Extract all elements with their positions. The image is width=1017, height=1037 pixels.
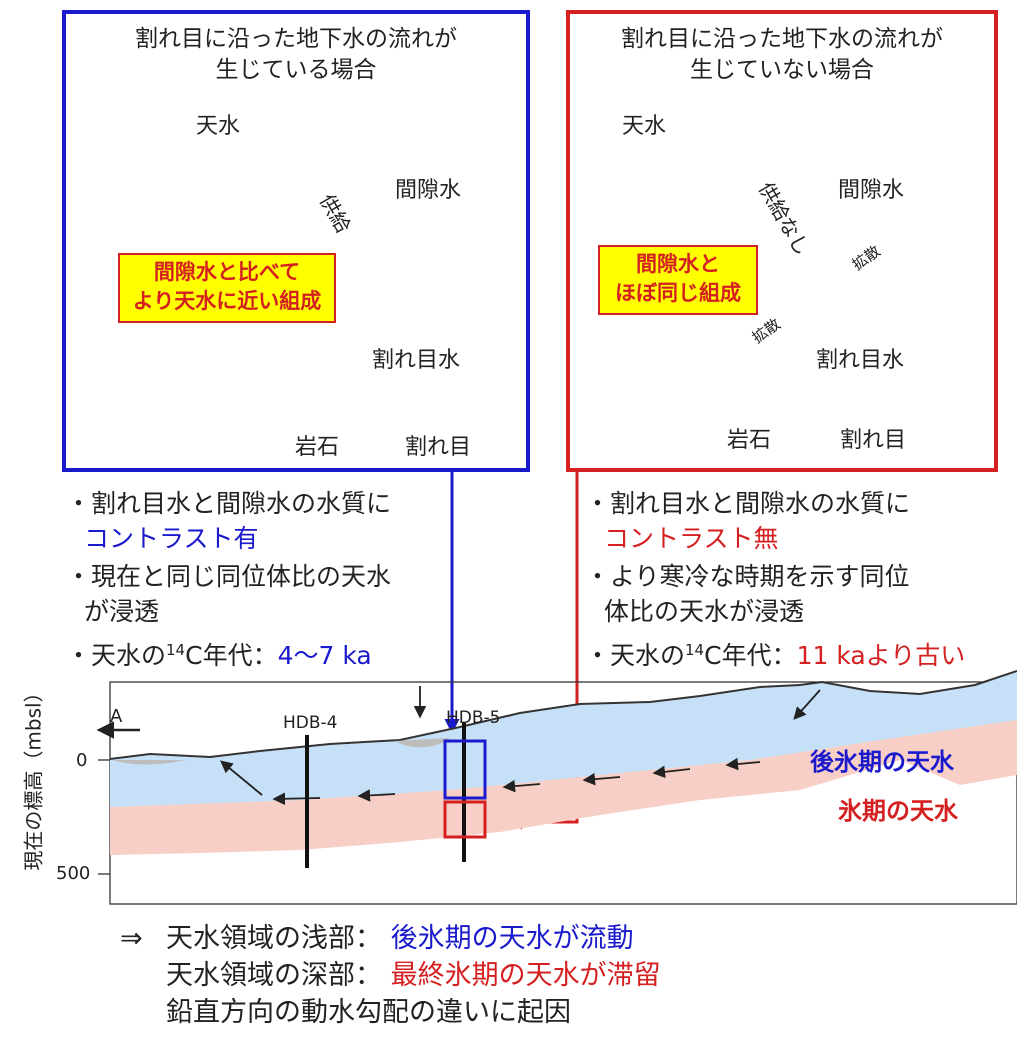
left-bullet-2: ・現在と同じ同位体比の天水	[66, 562, 392, 591]
glacial-water-zone	[110, 720, 1017, 855]
conclusion-line-1-value: 後氷期の天水が流動	[390, 923, 634, 954]
left-bullet-1-contrast: コントラスト有	[84, 524, 259, 553]
right-meteoric-label: 天水	[622, 114, 667, 139]
left-bullet-1: ・割れ目水と間隙水の水質に	[66, 489, 392, 518]
conclusion-line-2-value: 最終氷期の天水が滞留	[390, 960, 661, 991]
conclusion-line-2-prefix: 天水領域の深部：	[166, 960, 382, 991]
left-panel-title-1: 割れ目に沿った地下水の流れが	[135, 26, 457, 52]
left-bullet-3: ・天水の14C年代：4〜7 ka	[66, 633, 372, 673]
borehole-4-label: HDB-4	[283, 713, 338, 733]
right-bullet-3-mid: C年代：	[704, 641, 797, 670]
conclusion-arrow: ⇒	[120, 923, 143, 954]
left-bullet-3-prefix: ・天水の	[66, 641, 167, 670]
right-rock-label: 岩石	[727, 428, 772, 453]
left-bullet-3-sup: 14	[166, 641, 186, 659]
flow-arrows	[220, 686, 821, 806]
right-bullet-2-cont: 体比の天水が浸透	[604, 597, 805, 626]
right-bullet-3-prefix: ・天水の	[585, 641, 686, 670]
right-bullet-2: ・より寒冷な時期を示す同位	[585, 562, 910, 591]
tick-500: 500	[56, 863, 91, 884]
conclusion-line-1: 天水領域の浅部： 後氷期の天水が流動	[166, 920, 634, 958]
right-pore-water-label: 間隙水	[838, 178, 905, 203]
conclusion-line-1-prefix: 天水領域の浅部：	[166, 923, 382, 954]
left-bullet-2-cont: が浸透	[84, 597, 160, 626]
highlight-box-blue	[443, 739, 487, 800]
left-callout-line2: より天水に近い組成	[132, 289, 322, 313]
direction-label: A	[110, 706, 123, 727]
right-fracture-label: 割れ目	[840, 428, 907, 453]
postglacial-water-zone	[110, 672, 1017, 807]
left-fracture-label: 割れ目	[405, 435, 472, 460]
conclusion-line-2: 天水領域の深部： 最終氷期の天水が滞留	[166, 957, 661, 995]
left-callout: 間隙水と比べて より天水に近い組成	[118, 253, 336, 323]
right-bullet-1: ・割れ目水と間隙水の水質に	[585, 489, 911, 518]
left-fracture-water-label: 割れ目水	[372, 348, 461, 373]
left-panel: 割れ目に沿った地下水の流れが 生じている場合	[62, 10, 530, 472]
cross-section	[96, 670, 1017, 905]
left-pore-water-label: 間隙水	[395, 178, 462, 203]
right-fracture-water-label: 割れ目水	[816, 348, 905, 373]
right-panel: 割れ目に沿った地下水の流れが 生じていない場合	[566, 10, 998, 472]
ground-surface	[109, 670, 1017, 760]
sediment-2	[395, 738, 450, 748]
left-callout-line1: 間隙水と比べて	[153, 260, 301, 284]
right-callout-line1: 間隙水と	[636, 252, 720, 276]
highlight-box-red	[443, 800, 487, 839]
left-bullet-3-value: 4〜7 ka	[277, 641, 372, 670]
sediment-1	[112, 760, 185, 765]
tick-0: 0	[76, 750, 88, 771]
right-callout: 間隙水と ほぼ同じ組成	[598, 245, 758, 315]
left-meteoric-label: 天水	[196, 114, 241, 139]
section-ylabel: 現在の標高（mbsl）	[21, 682, 46, 871]
right-panel-title-1: 割れ目に沿った地下水の流れが	[621, 26, 943, 52]
conclusion-line-3: 鉛直方向の動水勾配の違いに起因	[166, 997, 571, 1028]
left-rock-label: 岩石	[295, 435, 340, 460]
right-bullet-1-contrast: コントラスト無	[604, 524, 779, 553]
right-bullet-3-value: 11 kaより古い	[796, 641, 966, 670]
postglacial-label: 後氷期の天水	[810, 748, 954, 776]
left-panel-title-2: 生じている場合	[215, 57, 377, 83]
right-bullet-3-sup: 14	[685, 641, 705, 659]
right-panel-title-2: 生じていない場合	[690, 57, 874, 83]
right-bullet-3: ・天水の14C年代：11 kaより古い	[585, 633, 965, 673]
left-bullet-3-mid: C年代：	[185, 641, 278, 670]
borehole-5-label: HDB-5	[446, 708, 501, 728]
glacial-label: 氷期の天水	[838, 797, 958, 825]
right-callout-line2: ほぼ同じ組成	[615, 281, 741, 305]
